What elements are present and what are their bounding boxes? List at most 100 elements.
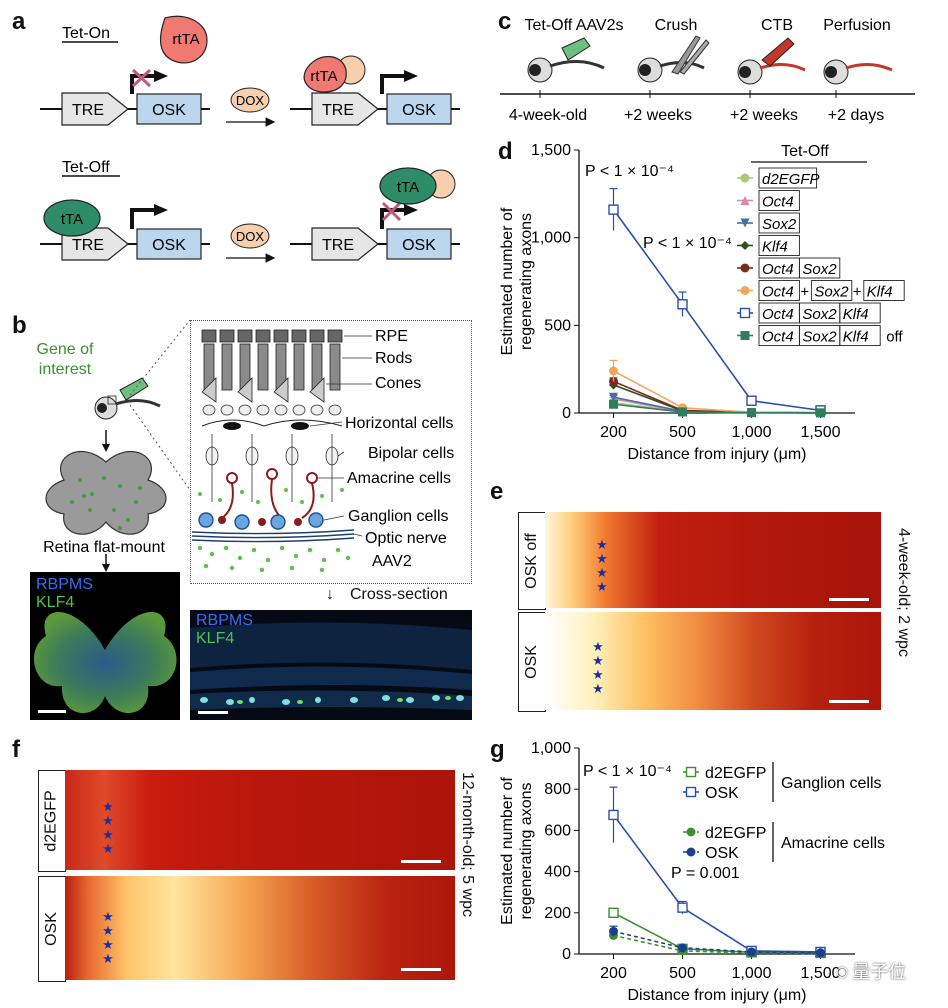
x-axis-label: Distance from injury (μm) xyxy=(627,446,806,463)
panel-b-label: b xyxy=(12,312,27,339)
time-label: +2 weeks xyxy=(624,107,692,124)
x-tick-label: 500 xyxy=(669,965,696,982)
legend-gene: Sox2 xyxy=(762,216,797,233)
osk-off-nerve-image: ★ ★ ★ ★ xyxy=(545,512,881,608)
panel-a-diagram: Tet-On rtTA TRE OSK DOX TRE OSK rtTA Tet… xyxy=(40,15,460,263)
legend-gene-box xyxy=(758,167,818,189)
panel-c-label: c xyxy=(498,8,512,35)
eye-icon xyxy=(637,35,710,83)
panel-a-label: a xyxy=(12,8,26,35)
layer-label: Amacrine cells xyxy=(347,470,451,487)
eye-icon xyxy=(737,37,806,85)
age-label-f: 12-month-old; 5 wpc xyxy=(459,772,476,917)
legend-gene: Sox2 xyxy=(802,329,837,346)
legend-marker xyxy=(685,766,697,778)
p-value-annotation: P < 1 × 10⁻⁴ xyxy=(585,163,674,180)
legend-marker xyxy=(740,218,750,228)
svg-text:DOX: DOX xyxy=(236,229,265,244)
y-tick-label: 500 xyxy=(544,317,571,334)
x-tick-label: 1,500 xyxy=(800,424,840,441)
y-tick-label: 800 xyxy=(544,781,571,798)
rtta-protein-bound xyxy=(303,56,347,93)
step-label: Perfusion xyxy=(823,17,891,34)
legend-marker xyxy=(740,263,750,273)
layer-label: Cones xyxy=(375,375,421,392)
dox-label: DOX xyxy=(236,93,265,108)
data-point xyxy=(746,395,757,406)
legend-gene: Sox2 xyxy=(802,306,837,323)
retina-layers-box xyxy=(190,320,472,584)
scale-bar xyxy=(829,700,869,703)
layer-label: AAV2 xyxy=(372,553,412,570)
svg-text:tTA: tTA xyxy=(397,179,419,196)
legend-gene-box xyxy=(810,280,853,301)
klf4-label: KLF4 xyxy=(36,594,75,611)
eye-icon xyxy=(94,377,161,420)
star-markers: ★ ★ ★ ★ xyxy=(102,909,114,966)
block-cross-icon xyxy=(131,68,152,88)
legend-gene-box xyxy=(758,235,800,256)
panel-d-label: d xyxy=(498,138,513,165)
legend-gene: Oct4 xyxy=(762,284,794,301)
star-markers: ★ ★ ★ ★ xyxy=(592,639,604,696)
svg-text:TRE: TRE xyxy=(322,237,354,254)
step-label: Tet-Off AAV2s xyxy=(524,17,623,34)
osk-text: OSK xyxy=(152,102,186,119)
panel-e-label: e xyxy=(490,478,504,505)
x-tick-label: 200 xyxy=(600,424,627,441)
layer-label: Horizontal cells xyxy=(345,415,453,432)
y-axis-label-line: Estimated number of xyxy=(499,207,516,355)
legend-marker xyxy=(740,331,750,340)
legend-label: d2EGFP xyxy=(705,765,766,782)
legend-gene-box xyxy=(758,280,800,301)
y-tick-label: 200 xyxy=(544,905,571,922)
rbpms-label: RBPMS xyxy=(196,612,253,629)
osk-off-tag: OSK off xyxy=(518,512,546,610)
legend-marker xyxy=(686,847,696,857)
legend-gene: Sox2 xyxy=(814,284,849,301)
retina-label: Retina flat-mount xyxy=(43,539,165,555)
osk-gene xyxy=(136,93,202,125)
legend-gene-box xyxy=(758,212,800,234)
series-line xyxy=(613,912,821,954)
p-value-annotation: P < 1 × 10⁻⁴ xyxy=(583,763,672,780)
layer-label: Ganglion cells xyxy=(348,508,449,525)
watermark-icon: ◉ xyxy=(836,962,849,979)
legend-label: d2EGFP xyxy=(705,825,766,842)
data-point xyxy=(816,948,825,958)
age-label-e: 4-week-old; 2 wpc xyxy=(895,528,912,657)
x-tick-label: 1,500 xyxy=(800,965,840,982)
legend-gene: Klf4 xyxy=(867,284,893,301)
legend-marker xyxy=(740,173,750,183)
data-point xyxy=(678,943,687,953)
legend-gene: Klf4 xyxy=(843,329,869,346)
time-label: +2 days xyxy=(828,107,884,124)
x-tick-label: 200 xyxy=(600,965,627,982)
y-axis-label-line: regenerating axons xyxy=(518,783,535,920)
eye-icon xyxy=(527,37,605,83)
data-point xyxy=(747,408,756,418)
step-label: CTB xyxy=(761,17,793,34)
panel-b-eye-retina: Gene of interest Retina flat-mount xyxy=(37,341,167,555)
osk-nerve-image-f: ★ ★ ★ ★ xyxy=(65,876,455,980)
data-point xyxy=(609,392,618,402)
y-tick-label: 0 xyxy=(562,946,571,963)
down-arrow-icon: ↓ xyxy=(326,586,334,603)
group-label: Amacrine cells xyxy=(781,835,885,852)
osk-tag-f: OSK xyxy=(38,876,66,982)
osk-nerve-image: ★ ★ ★ ★ xyxy=(545,612,881,710)
data-point xyxy=(608,204,619,215)
legend-title: Tet-Off xyxy=(781,143,829,160)
star-markers: ★ ★ ★ ★ xyxy=(102,799,114,856)
scale-bar xyxy=(38,710,66,713)
time-label: 4-week-old xyxy=(509,107,587,124)
legend-gene-box xyxy=(758,190,800,211)
layer-label: Bipolar cells xyxy=(368,445,454,462)
legend-label: OSK xyxy=(705,785,739,802)
p-value-annotation: P < 1 × 10⁻⁴ xyxy=(643,235,732,252)
y-tick-label: 400 xyxy=(544,864,571,881)
legend-gene: Oct4 xyxy=(762,329,794,346)
scale-bar xyxy=(401,968,441,971)
